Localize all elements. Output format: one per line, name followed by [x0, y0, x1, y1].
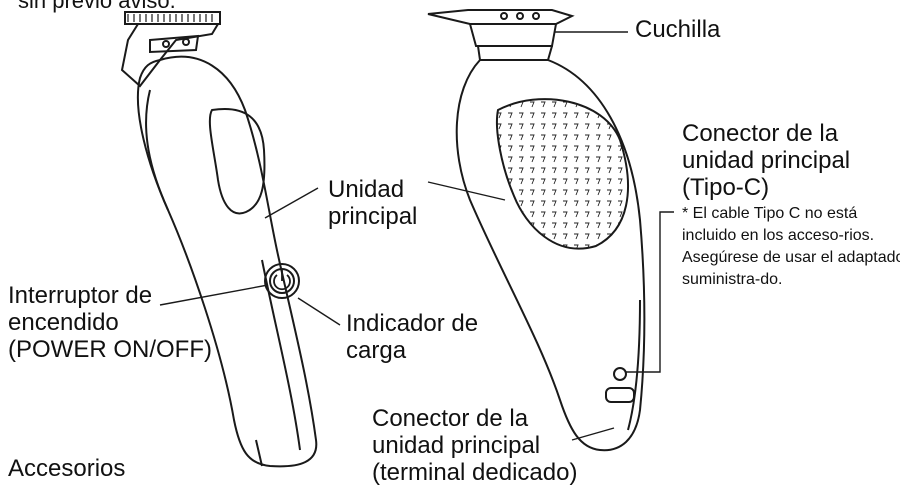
- power-button-graphic: [264, 263, 300, 299]
- leader-unidad-principal: [264, 187, 319, 219]
- leader-indicador: [297, 297, 341, 326]
- label-interruptor-line3: (POWER ON/OFF): [8, 336, 212, 363]
- label-unidad-principal-line2: principal: [328, 203, 418, 230]
- label-conector-terminal-line3: (terminal dedicado): [372, 459, 578, 486]
- main-unit-back: [455, 59, 646, 452]
- leader-back-unit: [427, 181, 506, 201]
- top-text: sin previo aviso.: [18, 0, 176, 13]
- label-conector-tipo-c-line1: Conector de la: [682, 120, 839, 147]
- label-accesorios: Accesorios: [8, 455, 126, 482]
- label-unidad-principal-line1: Unidad: [328, 176, 405, 203]
- label-indicador: Indicador de carga: [346, 310, 478, 364]
- label-conector-tipo-c-line3: (Tipo-C): [682, 174, 770, 201]
- grip-area: [495, 98, 629, 250]
- label-interruptor-line2: encendido: [8, 309, 119, 336]
- main-unit-front: [136, 55, 318, 468]
- label-unidad-principal: Unidad principal: [328, 176, 417, 230]
- label-cuchilla: Cuchilla: [635, 16, 721, 43]
- note-tipo-c: * El cable Tipo C no está incluido en lo…: [682, 205, 900, 288]
- leader-terminal: [571, 427, 615, 441]
- label-conector-tipo-c-line2: unidad principal: [682, 147, 851, 174]
- leader-interruptor: [159, 284, 269, 306]
- label-conector-tipo-c: Conector de la unidad principal (Tipo-C): [682, 120, 850, 201]
- label-interruptor: Interruptor de encendido (POWER ON/OFF): [8, 282, 212, 363]
- blade-back: [427, 9, 575, 61]
- label-conector-terminal-line1: Conector de la: [372, 405, 529, 432]
- dedicated-terminal-graphic: [605, 387, 635, 403]
- label-indicador-line2: carga: [346, 337, 407, 364]
- leader-lines: [159, 31, 674, 441]
- tipo-c-port-graphic: [613, 367, 627, 381]
- trimmer-front-view: [120, 11, 318, 468]
- label-conector-terminal-line2: unidad principal: [372, 432, 541, 459]
- label-indicador-line1: Indicador de: [346, 310, 479, 337]
- label-conector-terminal: Conector de la unidad principal (termina…: [372, 405, 577, 486]
- trimmer-back-view: [427, 9, 646, 452]
- blade-front: [120, 11, 221, 88]
- leader-tipo-c: [626, 211, 674, 373]
- label-interruptor-line1: Interruptor de: [8, 282, 153, 309]
